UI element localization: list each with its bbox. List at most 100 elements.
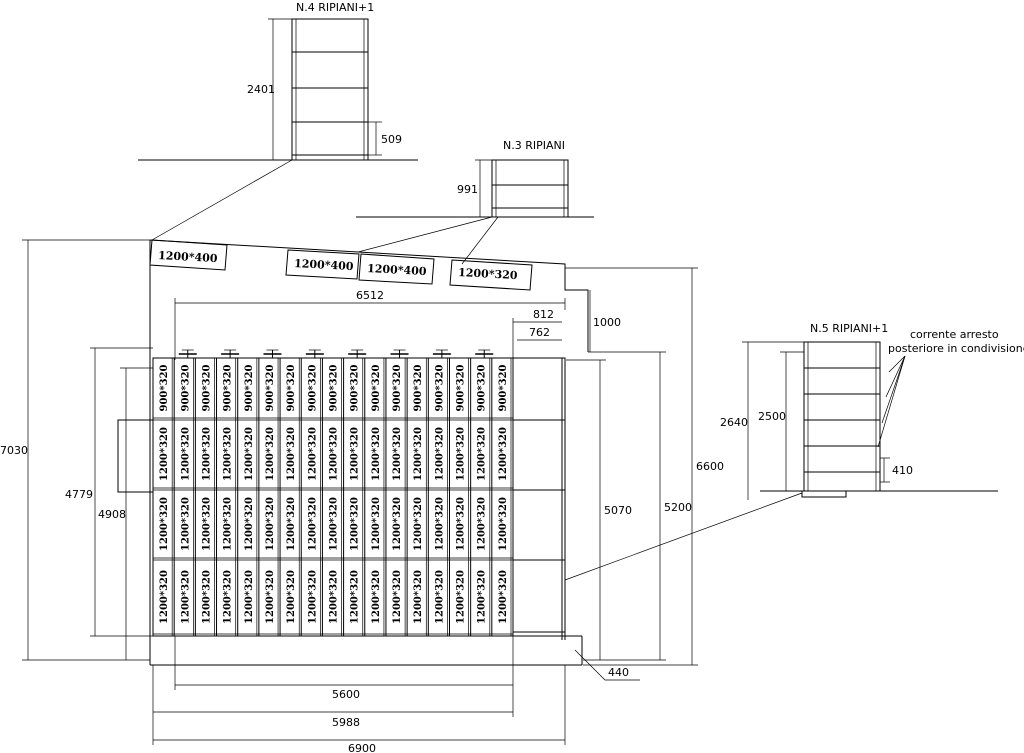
bay-label: 1200*320 (159, 497, 170, 551)
dim-1000: 1000 (593, 316, 621, 329)
top-bay-label: 1200*320 (458, 266, 518, 282)
bay-label: 1200*320 (413, 497, 424, 551)
bay-label: 900*320 (498, 364, 509, 411)
bay-label: 900*320 (413, 364, 424, 411)
dim-6900: 6900 (348, 742, 376, 753)
bay-label: 1200*320 (286, 570, 297, 624)
top-bay-label: 1200*400 (367, 262, 427, 278)
dim-4779: 4779 (65, 488, 93, 501)
elevation-n5-height-total: 2640 (720, 416, 748, 429)
note-line-2: posteriore in condivisione (888, 342, 1024, 355)
top-bay-label: 1200*400 (294, 257, 354, 273)
bay-label: 1200*320 (413, 570, 424, 624)
bay-label: 1200*320 (329, 497, 340, 551)
dim-812: 812 (533, 308, 554, 321)
bay-label: 1200*320 (286, 427, 297, 481)
bay-label: 900*320 (244, 364, 255, 411)
elevation-n5-spacing: 410 (892, 464, 913, 477)
bay-label: 1200*320 (244, 427, 255, 481)
bay-label: 1200*320 (456, 497, 467, 551)
elevation-n4: N.4 RIPIANI+1 2401 509 (138, 1, 418, 161)
bay-label: 1200*320 (201, 570, 212, 624)
bay-label: 1200*320 (307, 570, 318, 624)
bay-label: 1200*320 (350, 570, 361, 624)
bay-label: 1200*320 (477, 497, 488, 551)
bay-label: 1200*320 (456, 570, 467, 624)
bay-label: 1200*320 (286, 497, 297, 551)
bay-label: 1200*320 (223, 427, 234, 481)
bay-label: 1200*320 (392, 570, 403, 624)
bay-label: 900*320 (434, 364, 445, 411)
bay-label: 1200*320 (477, 570, 488, 624)
bay-label: 900*320 (392, 364, 403, 411)
bay-label: 1200*320 (180, 570, 191, 624)
bay-label: 1200*320 (392, 497, 403, 551)
dim-5988: 5988 (332, 716, 360, 729)
bay-label: 1200*320 (180, 497, 191, 551)
bay-label: 1200*320 (350, 497, 361, 551)
elevation-n5-height: 2500 (758, 410, 786, 423)
dimension-lines: 6512 812 762 1000 7030 4779 4908 5070 52… (0, 239, 724, 753)
bay-label: 1200*320 (371, 427, 382, 481)
bay-label: 1200*320 (223, 570, 234, 624)
elevation-n3-title: N.3 RIPIANI (503, 139, 565, 152)
elevation-n3: N.3 RIPIANI 991 (356, 139, 594, 218)
bay-label: 1200*320 (498, 570, 509, 624)
bay-label: 1200*320 (329, 570, 340, 624)
bay-label: 1200*320 (498, 427, 509, 481)
bay-label: 1200*320 (307, 497, 318, 551)
bay-label: 900*320 (201, 364, 212, 411)
bay-label: 1200*320 (201, 427, 212, 481)
elevation-n5: N.5 RIPIANI+1 2640 2500 410 corrente arr… (720, 322, 1024, 500)
bay-label: 900*320 (223, 364, 234, 411)
bay-label: 1200*320 (180, 427, 191, 481)
elevation-n5-title: N.5 RIPIANI+1 (810, 322, 888, 335)
bay-label: 900*320 (477, 364, 488, 411)
dim-4908: 4908 (98, 508, 126, 521)
bay-label: 1200*320 (371, 497, 382, 551)
dim-762: 762 (529, 326, 550, 339)
bay-label: 1200*320 (159, 570, 170, 624)
bay-label: 1200*320 (434, 427, 445, 481)
dim-5070: 5070 (604, 504, 632, 517)
bay-label: 1200*320 (244, 497, 255, 551)
bay-label: 1200*320 (434, 570, 445, 624)
bay-label: 900*320 (159, 364, 170, 411)
bay-label: 900*320 (265, 364, 276, 411)
top-racks: 1200*400 1200*400 1200*400 1200*320 (149, 239, 533, 291)
bay-label: 1200*320 (201, 497, 212, 551)
dim-5600: 5600 (332, 688, 360, 701)
dim-6600: 6600 (696, 460, 724, 473)
bay-label: 900*320 (456, 364, 467, 411)
bay-label: 1200*320 (329, 427, 340, 481)
bay-label: 900*320 (180, 364, 191, 411)
bay-label: 1200*320 (498, 497, 509, 551)
elevation-n4-height: 2401 (247, 83, 275, 96)
bay-label: 900*320 (350, 364, 361, 411)
top-bay-label: 1200*400 (158, 249, 218, 265)
bay-label: 1200*320 (159, 427, 170, 481)
bay-label: 1200*320 (477, 427, 488, 481)
bay-label: 1200*320 (223, 497, 234, 551)
elevation-n4-title: N.4 RIPIANI+1 (296, 1, 374, 14)
bay-label: 900*320 (307, 364, 318, 411)
dim-5200: 5200 (664, 501, 692, 514)
bay-label: 1200*320 (265, 570, 276, 624)
bay-label: 1200*320 (392, 427, 403, 481)
shelving-block: 900*320 1200*320 1200*320 1200*320 900*320 12… (117, 349, 583, 665)
bay-label: 1200*320 (413, 427, 424, 481)
bay-label: 1200*320 (307, 427, 318, 481)
dim-6512: 6512 (356, 289, 384, 302)
bay-label: 1200*320 (434, 497, 445, 551)
bay-label: 900*320 (329, 364, 340, 411)
elevation-n3-height: 991 (457, 183, 478, 196)
bay-label: 1200*320 (371, 570, 382, 624)
dim-440: 440 (608, 666, 629, 679)
bay-label: 1200*320 (265, 427, 276, 481)
dim-7030: 7030 (0, 444, 28, 457)
bay-label: 900*320 (286, 364, 297, 411)
bay-label: 900*320 (371, 364, 382, 411)
perimeter-wall (149, 159, 803, 666)
bay-label: 1200*320 (265, 497, 276, 551)
